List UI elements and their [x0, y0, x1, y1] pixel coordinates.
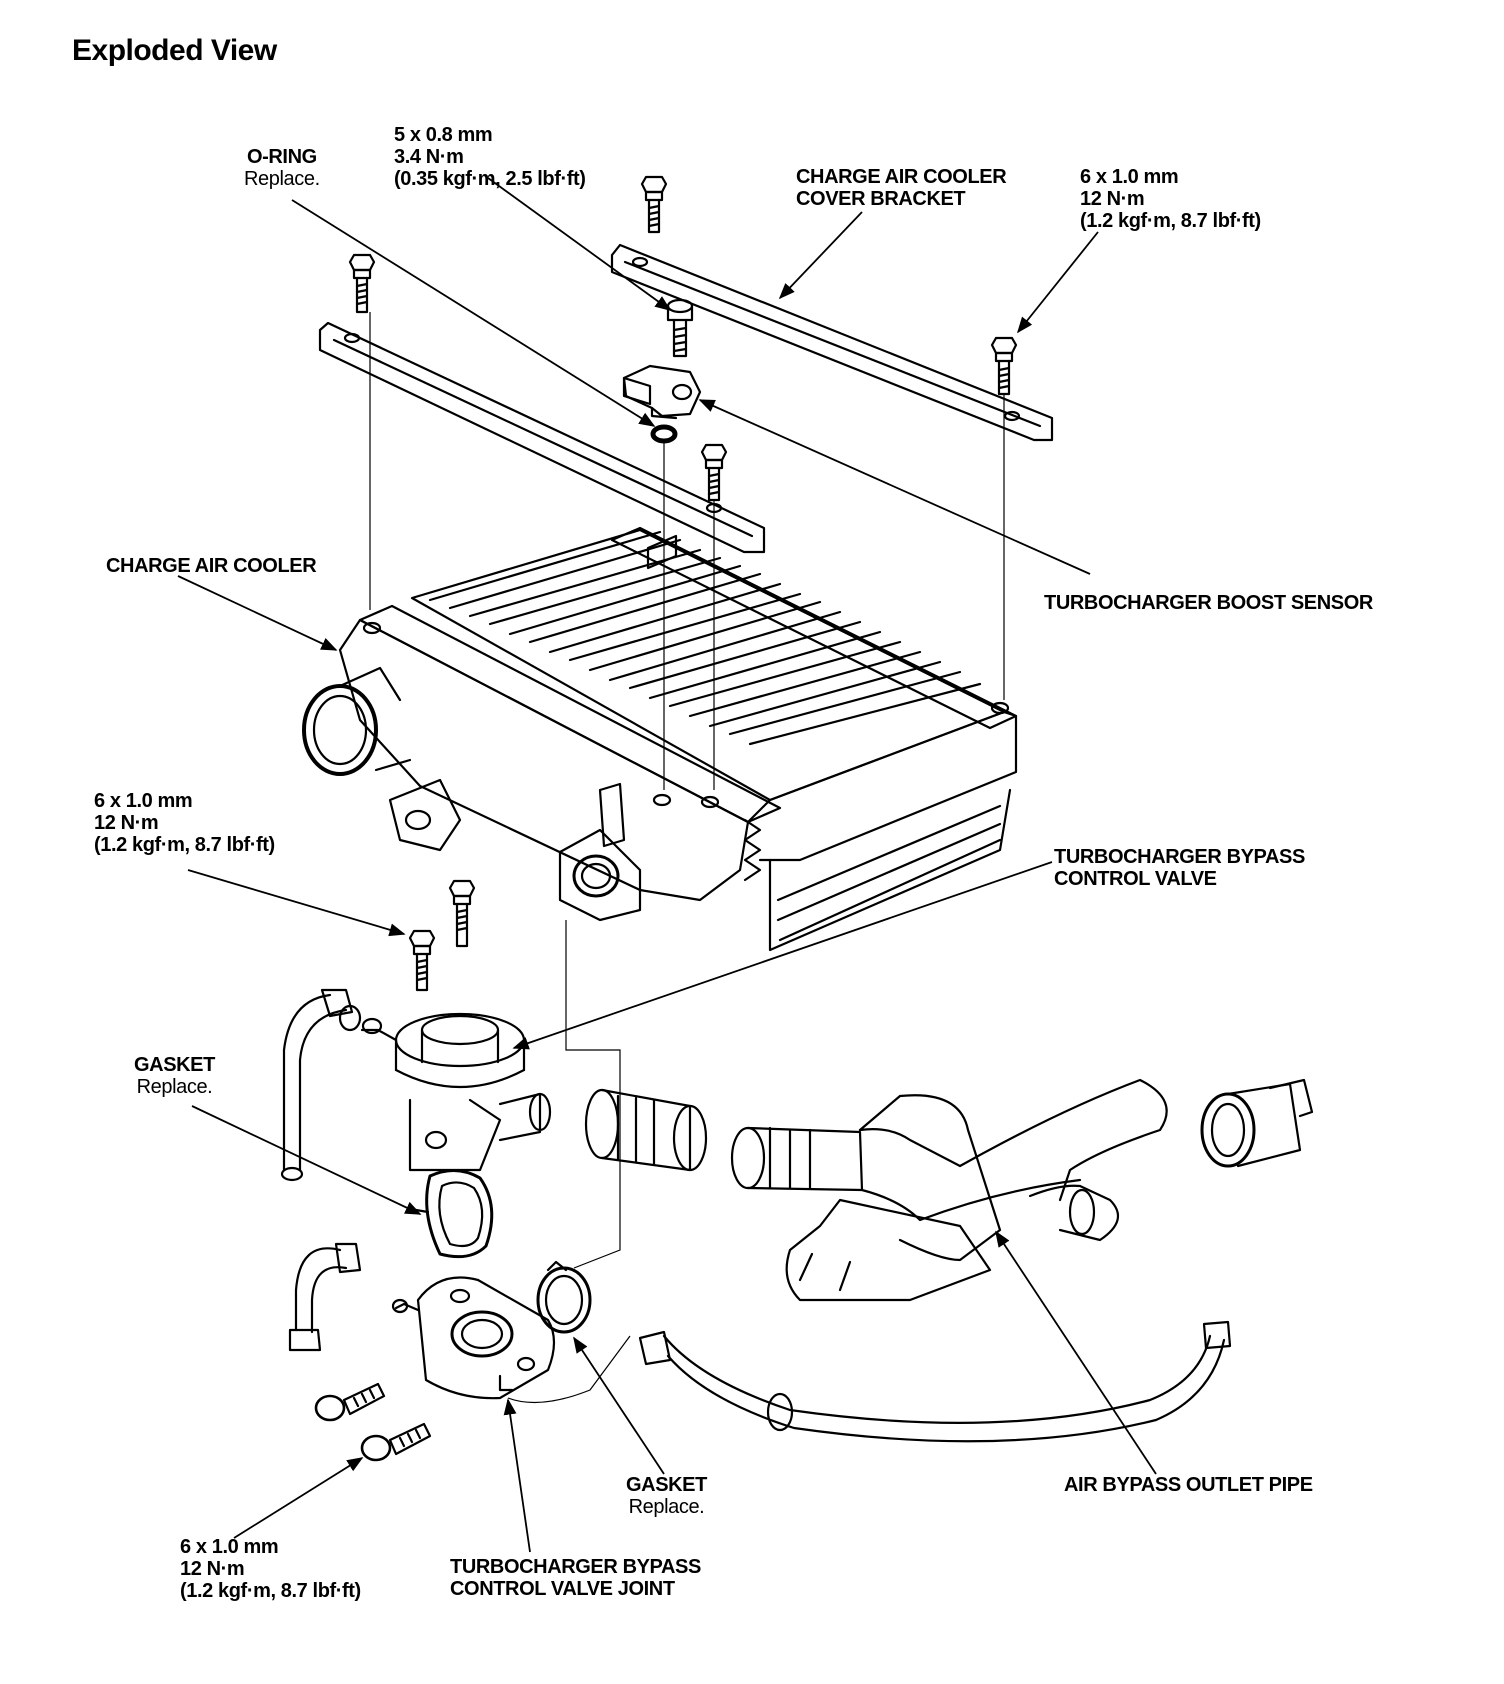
bolt-joint-lower [360, 1422, 432, 1462]
vacuum-hose-lower [288, 1242, 362, 1352]
bypass-control-valve [360, 1012, 552, 1172]
bolt-valve-right [448, 879, 476, 948]
bolt-bracket-upper-right [990, 336, 1018, 396]
label-valve-joint: TURBOCHARGER BYPASS CONTROL VALVE JOINT [450, 1556, 701, 1600]
label-valve-bolt-spec: 6 x 1.0 mm 12 N·m (1.2 kgf·m, 8.7 lbf·ft… [94, 790, 275, 856]
label-gasket-bottom: GASKET Replace. [626, 1474, 707, 1518]
cover-bracket-lower [318, 321, 766, 554]
bolt-valve-left [408, 929, 436, 992]
bypass-valve-joint [391, 1276, 556, 1400]
hose-coupler-2 [730, 1126, 864, 1192]
air-bypass-outlet-pipe [785, 1078, 1168, 1302]
bolt-bracket-lower-left [348, 253, 376, 314]
boost-sensor-bolt [666, 298, 694, 358]
leader-boost-sensor [698, 399, 1091, 575]
label-boost-sensor: TURBOCHARGER BOOST SENSOR [1044, 592, 1373, 614]
leader-air-bypass-pipe [995, 1230, 1157, 1475]
page-title: Exploded View [72, 34, 277, 67]
cover-bracket-upper [610, 243, 1054, 442]
gasket-bottom [536, 1260, 592, 1334]
leader-cover-bracket [778, 211, 863, 300]
charge-air-cooler [302, 526, 1018, 952]
gasket-left [414, 1169, 494, 1259]
leader-gasket-left [191, 1105, 422, 1215]
label-sensor-bolt-spec: 5 x 0.8 mm 3.4 N·m (0.35 kgf·m, 2.5 lbf·… [394, 124, 586, 190]
leader-sensor-bolt [487, 177, 672, 311]
label-bypass-valve: TURBOCHARGER BYPASS CONTROL VALVE [1054, 846, 1305, 890]
bolt-joint-upper [314, 1382, 386, 1422]
hose-coupler-1 [584, 1088, 708, 1172]
label-cover-bracket: CHARGE AIR COOLER COVER BRACKET [796, 166, 1007, 210]
long-vacuum-hose [638, 1320, 1232, 1443]
label-charge-air-cooler: CHARGE AIR COOLER [106, 555, 317, 577]
boost-sensor [622, 364, 702, 420]
bolt-bracket-upper-left [640, 175, 668, 234]
leader-gasket-bottom [573, 1336, 665, 1475]
leader-o-ring [291, 199, 656, 427]
leader-valve-joint [503, 1398, 531, 1553]
bolt-bracket-lower-right [700, 443, 728, 502]
leader-bypass-valve [512, 861, 1053, 1050]
pipe-end-coupler [1200, 1078, 1314, 1168]
o-ring [650, 424, 678, 444]
label-bracket-bolt-spec: 6 x 1.0 mm 12 N·m (1.2 kgf·m, 8.7 lbf·ft… [1080, 166, 1261, 232]
vacuum-hose-upper [280, 988, 362, 1182]
leader-bracket-bolt [1016, 231, 1099, 334]
label-gasket-left: GASKET Replace. [134, 1054, 215, 1098]
label-joint-bolt-spec: 6 x 1.0 mm 12 N·m (1.2 kgf·m, 8.7 lbf·ft… [180, 1536, 361, 1602]
label-o-ring: O-RING Replace. [244, 146, 320, 190]
leader-joint-bolt [233, 1457, 364, 1539]
leader-valve-bolt [187, 869, 406, 937]
label-air-bypass-pipe: AIR BYPASS OUTLET PIPE [1064, 1474, 1313, 1496]
leader-charge-air-cooler [177, 575, 338, 651]
